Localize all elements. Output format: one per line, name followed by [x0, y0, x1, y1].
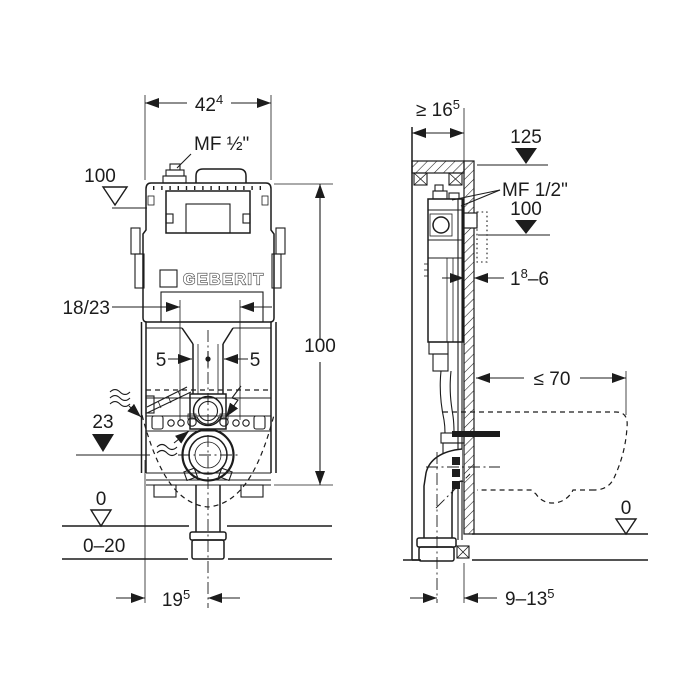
front-drain-offset-dimension: 195	[162, 587, 190, 611]
ceiling-rail-profile-left	[413, 172, 428, 186]
front-offset-dimension: 18/23	[62, 298, 110, 319]
fill-valve-nipple	[162, 163, 187, 184]
floor-rail-profile	[456, 545, 470, 559]
front-view: GEBERIT	[62, 90, 336, 611]
cladding-wall-hatched	[463, 160, 475, 535]
frame-foot-right	[240, 484, 264, 498]
actuator-sleeve	[463, 212, 478, 229]
frame-foot-left	[153, 484, 177, 498]
access-window-outer	[165, 190, 251, 234]
wc-fixing-rod	[452, 431, 500, 437]
side-floor-level-label: 0	[621, 498, 632, 519]
front-floor-level-label: 0	[96, 489, 107, 510]
anchor-tab-right	[261, 195, 269, 206]
front-frame-art: GEBERIT	[62, 163, 332, 608]
front-center-dimension-left: 5	[156, 350, 167, 371]
side-structure-art	[403, 127, 648, 603]
side-frame-top-level-label: 125	[510, 127, 542, 148]
side-drain-wall-dimension: 9–135	[505, 586, 555, 610]
front-screed-range-label: 0–20	[83, 536, 125, 557]
side-floor-lines	[403, 533, 648, 561]
level-marker-filled-icon	[515, 220, 537, 234]
wc-bowl-dashed-side	[443, 411, 628, 504]
electrical-connection-icon	[225, 385, 242, 418]
cistern-side-view	[424, 184, 464, 434]
water-inlet-arrow-left	[109, 388, 142, 418]
access-window-inner	[185, 203, 231, 234]
pipe-clamp	[452, 469, 460, 477]
actuator-zone-dotted	[476, 211, 488, 263]
water-supply-strut	[145, 386, 192, 414]
pipe-clamp	[452, 457, 460, 465]
front-supply-label: MF ½"	[194, 134, 249, 155]
level-marker-filled-icon	[92, 434, 114, 452]
level-marker-open-icon	[614, 518, 638, 536]
side-view: ≥ 165 125 MF 1/2" 100 18–6 ≤ 70 0	[403, 97, 648, 610]
window-clip-right	[242, 213, 251, 224]
wall-bracket-right	[271, 227, 286, 289]
front-center-dimension-right: 5	[250, 350, 261, 371]
brand-square	[159, 269, 178, 288]
level-marker-open-icon	[101, 186, 129, 207]
side-cladding-dimension: 18–6	[510, 266, 549, 290]
window-clip-left	[165, 213, 174, 224]
cistern-cover-hump	[195, 168, 247, 183]
flush-pipe	[192, 344, 224, 394]
side-depth-dimension: ≥ 165	[416, 97, 460, 121]
front-width-dimension: 424	[195, 92, 223, 116]
pipe-clamp	[452, 481, 460, 489]
ceiling-rail-hatched	[411, 160, 465, 174]
anchor-tab-left	[147, 195, 155, 206]
front-dimensions: 424 MF ½" 100 100 18/23 5 5	[62, 90, 336, 611]
side-bowl-depth-dimension: ≤ 70	[534, 369, 571, 390]
wall-bracket-left	[130, 227, 145, 289]
ceiling-rail-profile-right	[448, 172, 463, 186]
front-water-level-label: 23	[92, 412, 113, 433]
front-floor-lines	[62, 525, 332, 560]
brand-logo: GEBERIT	[183, 272, 265, 289]
side-supply-level-label: 100	[510, 199, 542, 220]
side-floor-socket-body	[418, 546, 455, 562]
fixing-bolt-row	[151, 413, 266, 430]
front-level-100-label: 100	[84, 166, 116, 187]
water-inlet-arrow-right	[156, 430, 190, 457]
side-supply-label: MF 1/2"	[502, 180, 568, 201]
side-dimensions: ≥ 165 125 MF 1/2" 100 18–6 ≤ 70 0	[410, 97, 638, 610]
level-marker-open-icon	[89, 509, 113, 528]
front-height-dimension: 100	[304, 336, 336, 357]
side-floor-socket-collar	[416, 537, 457, 548]
cistern-outline	[142, 182, 275, 323]
level-marker-filled-icon	[515, 148, 537, 164]
